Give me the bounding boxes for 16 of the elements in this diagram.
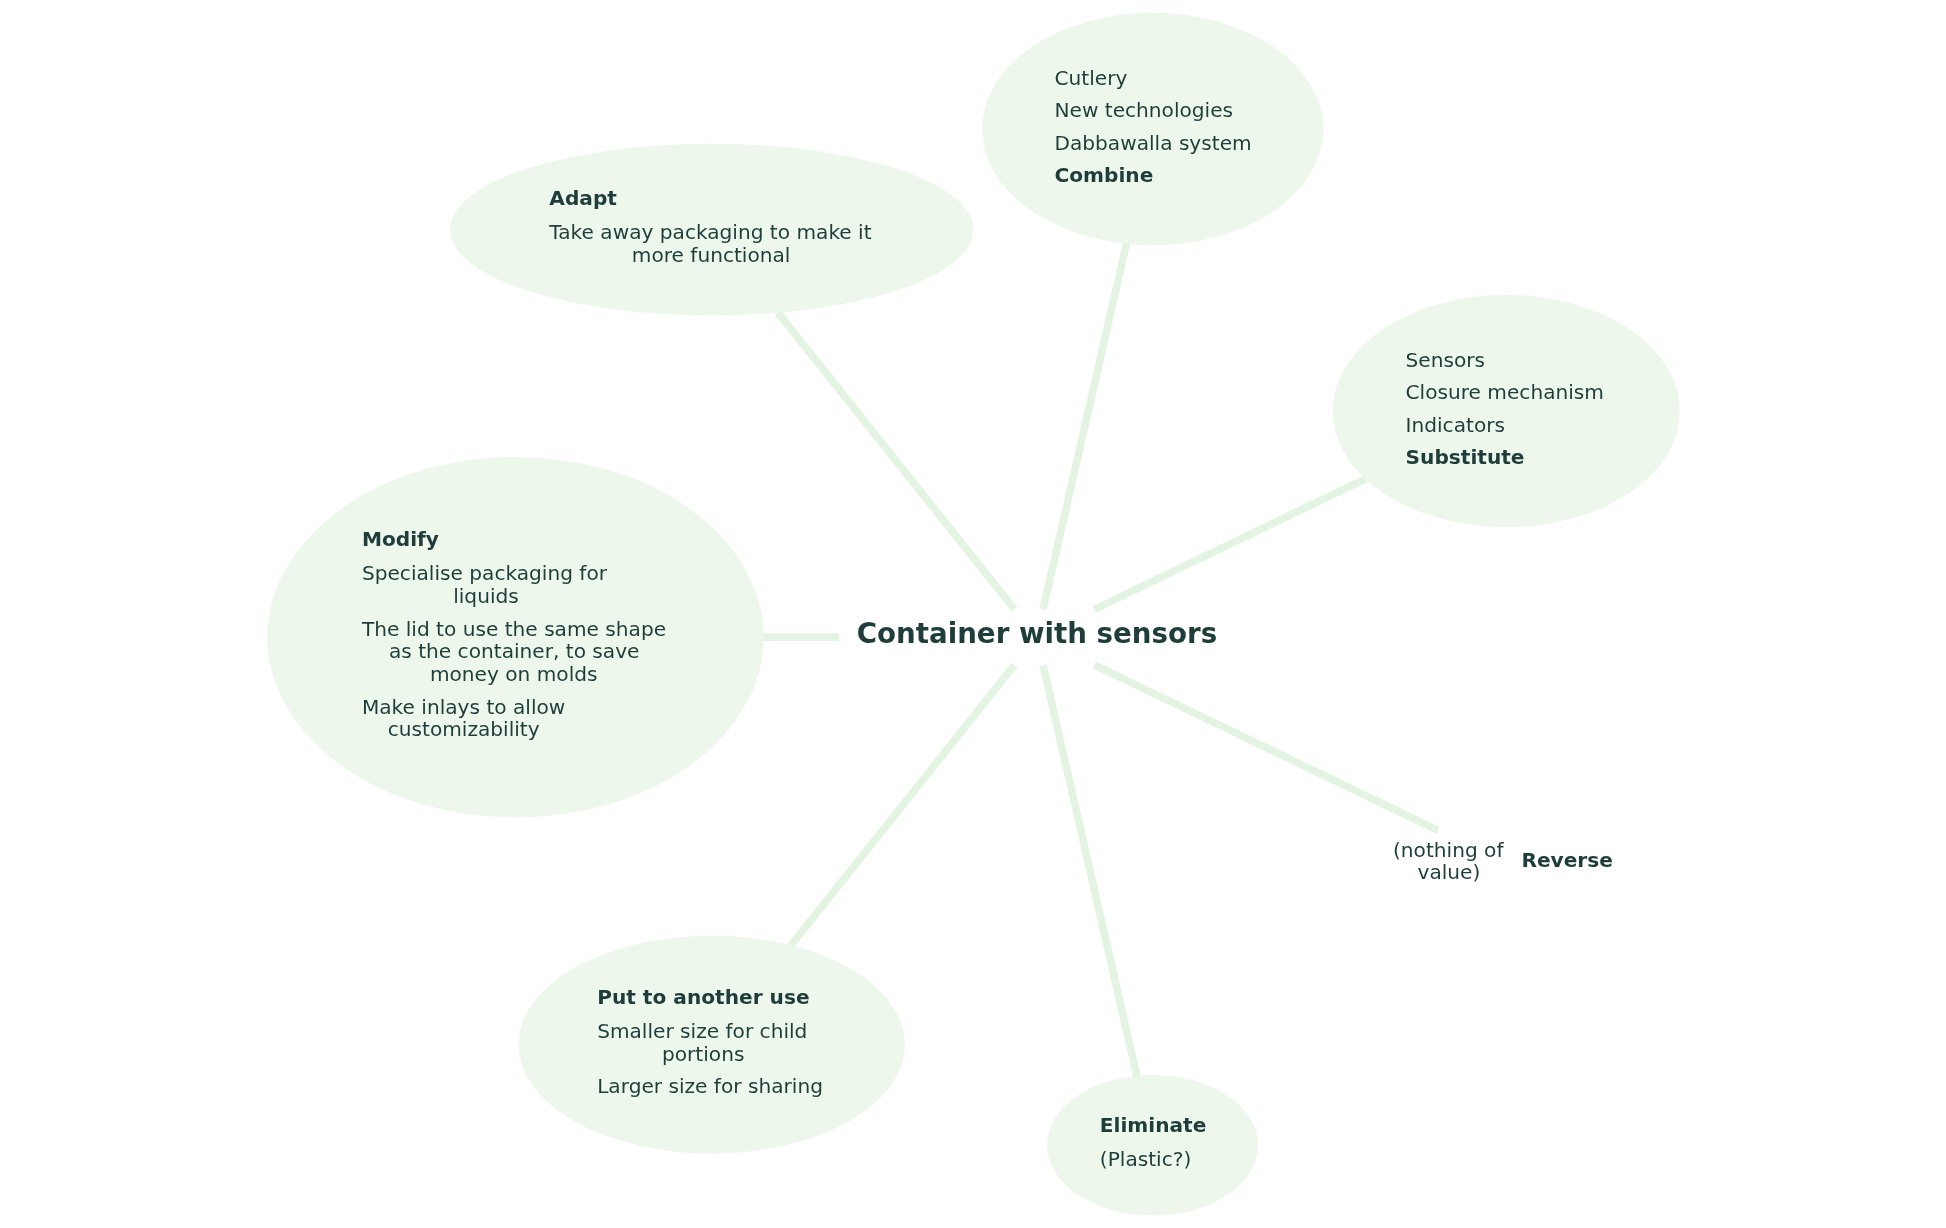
node-ellipse: Sensors Closure mechanism Indicators Substitute — [1332, 294, 1680, 528]
connector — [1092, 661, 1440, 834]
node-text: Reverse — [1520, 847, 1613, 872]
node-ellipse: Eliminate (Plastic?) — [1046, 1075, 1258, 1216]
node-label: (nothing of value) — [1392, 837, 1503, 885]
connector — [1092, 475, 1368, 613]
connector — [774, 310, 1017, 612]
node-ellipse: Modify Specialise packaging for liquids The lid to use the same shape as the container, to save money on molds Make inlays to allow customizability — [266, 456, 764, 818]
node-ellipse: Cutlery New technologies Dabbawalla system Combine — [981, 12, 1323, 246]
connector — [1038, 242, 1130, 610]
connector — [787, 662, 1017, 948]
node-ellipse: Adapt Take away packaging to make it more functional — [449, 143, 973, 316]
node-ellipse: Put to another use Smaller size for child portions Larger size for sharing — [518, 935, 905, 1154]
connector — [1038, 664, 1141, 1078]
connector — [762, 633, 839, 641]
node-text: Container with sensors — [856, 616, 1217, 650]
